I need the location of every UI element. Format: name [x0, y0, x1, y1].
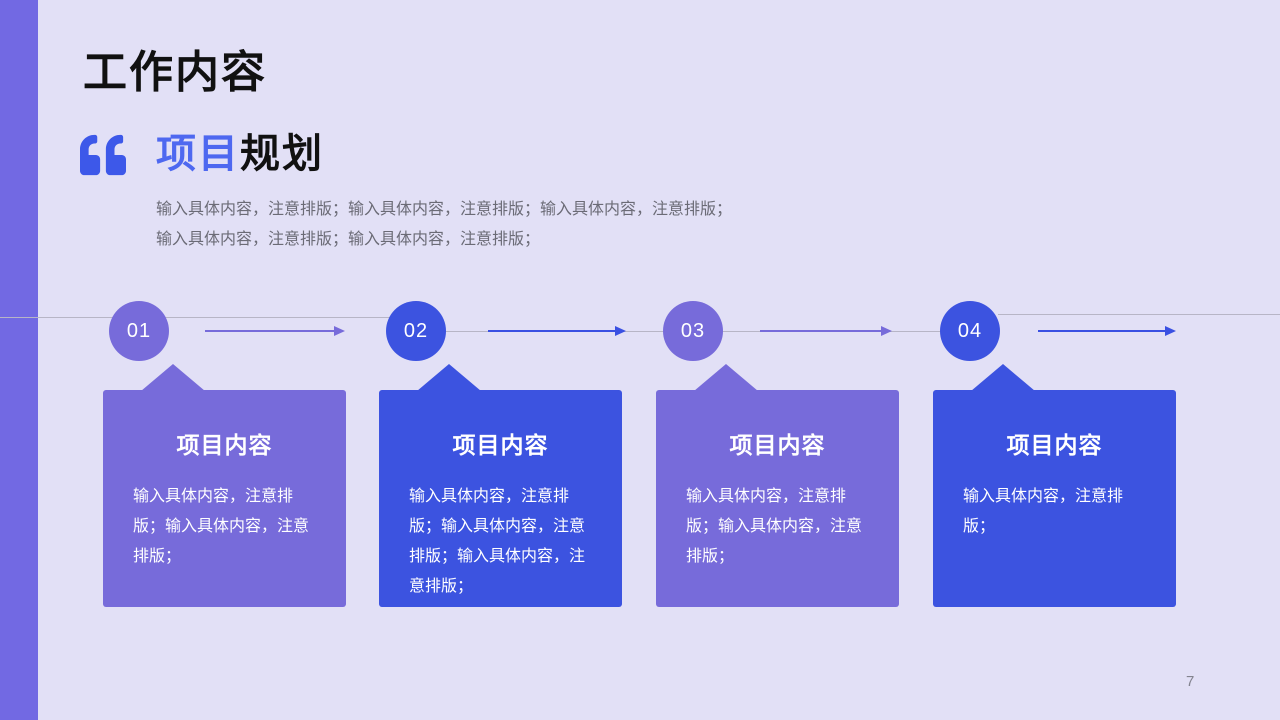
- card-body: 输入具体内容，注意排版；输入具体内容，注意排版；输入具体内容，注意排版；: [409, 488, 586, 595]
- subtitle-rest: 规划: [240, 132, 324, 176]
- step-card-02: 项目内容 输入具体内容，注意排版；输入具体内容，注意排版；输入具体内容，注意排版…: [379, 364, 622, 607]
- step-circle-02: 02: [386, 301, 446, 361]
- step-card-04: 项目内容 输入具体内容，注意排版；: [933, 364, 1176, 607]
- step-circle-01: 01: [109, 301, 169, 361]
- arrow-right-icon: [488, 326, 626, 336]
- timeline-baseline-right: [998, 314, 1280, 315]
- card-body: 输入具体内容，注意排版；: [963, 488, 1124, 535]
- arrow-right-icon: [1038, 326, 1176, 336]
- subtitle-highlight: 项目: [156, 132, 240, 176]
- step-circle-03: 03: [663, 301, 723, 361]
- description-paragraph: 输入具体内容，注意排版；输入具体内容，注意排版；输入具体内容，注意排版； 输入具…: [156, 195, 836, 255]
- card-title: 项目内容: [452, 432, 549, 458]
- timeline-baseline-left: [0, 317, 390, 318]
- arrow-right-icon: [205, 326, 345, 336]
- card-title: 项目内容: [1006, 432, 1103, 458]
- card-title: 项目内容: [176, 432, 273, 458]
- step-card-01: 项目内容 输入具体内容，注意排版；输入具体内容，注意排版；: [103, 364, 346, 607]
- card-body: 输入具体内容，注意排版；输入具体内容，注意排版；: [133, 488, 310, 565]
- section-subtitle: 项目规划: [76, 130, 324, 178]
- page-title: 工作内容: [83, 48, 267, 97]
- double-quote-left-icon: [76, 132, 130, 178]
- arrow-right-icon: [760, 326, 892, 336]
- description-line: 输入具体内容，注意排版；输入具体内容，注意排版；: [156, 231, 541, 248]
- card-body: 输入具体内容，注意排版；输入具体内容，注意排版；: [686, 488, 863, 565]
- step-card-03: 项目内容 输入具体内容，注意排版；输入具体内容，注意排版；: [656, 364, 899, 607]
- left-accent-bar: [0, 0, 38, 720]
- subtitle-text: 项目规划: [156, 132, 324, 176]
- page-number: 7: [1186, 673, 1195, 690]
- card-title: 项目内容: [729, 432, 826, 458]
- step-circle-04: 04: [940, 301, 1000, 361]
- description-line: 输入具体内容，注意排版；输入具体内容，注意排版；输入具体内容，注意排版；: [156, 201, 733, 218]
